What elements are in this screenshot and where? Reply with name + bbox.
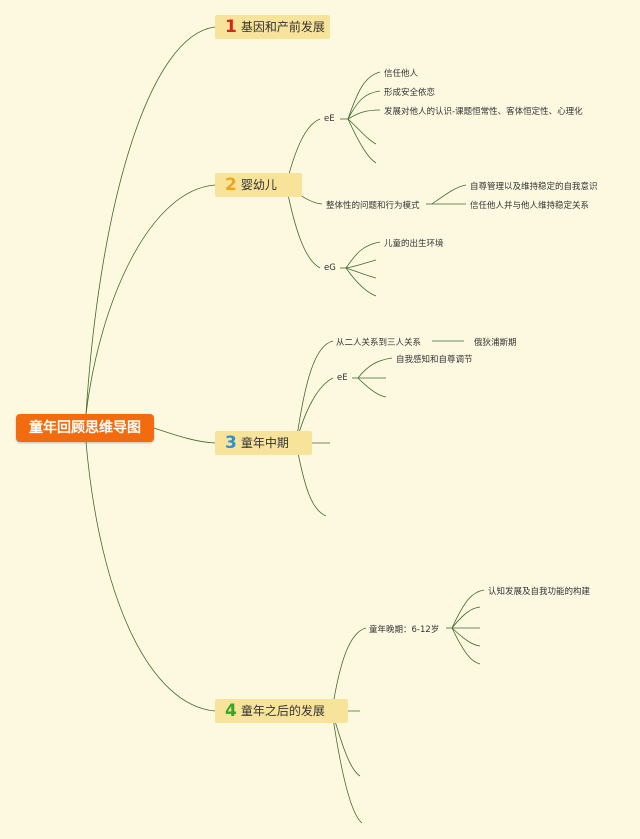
branch-number-4: 4: [225, 701, 237, 721]
topic-ee-middle[interactable]: eE: [337, 373, 348, 383]
topic-secure-attachment[interactable]: 形成安全依恋: [384, 88, 436, 98]
connector-pattern-item1: [431, 184, 467, 205]
connector-ee-item3: [347, 109, 381, 120]
topic-object-constancy[interactable]: 发展对他人的认识-课题恒常性、客体恒定性、心理化: [384, 107, 583, 117]
branch-label-1: 基因和产前发展: [240, 20, 325, 34]
connector-late-item1: [451, 589, 485, 629]
branch-label-4: 童年之后的发展: [240, 704, 325, 718]
connector-root-branch1: [85, 26, 216, 415]
branch-number-2: 2: [225, 175, 237, 195]
connector-eg-empty1: [345, 259, 377, 269]
connector-b3ee-item1: [357, 357, 393, 379]
connector-ee-item1: [347, 71, 381, 120]
topic-birth-environment[interactable]: 儿童的出生环境: [384, 239, 444, 249]
branch-number-3: 3: [225, 433, 237, 453]
connector-eg-empty3: [345, 267, 377, 297]
topic-ee-infant[interactable]: eE: [324, 114, 335, 124]
connector-b2-eg: [285, 184, 321, 269]
connector-root-branch2: [85, 184, 216, 415]
branch-label-3: 童年中期: [240, 436, 289, 450]
connector-ee-empty1: [347, 118, 377, 145]
topic-self-perception[interactable]: 自我感知和自尊调节: [396, 355, 473, 365]
topic-eg-infant[interactable]: eG: [324, 263, 336, 273]
connector-ee-empty2: [347, 118, 377, 164]
connector-root-branch4: [85, 441, 216, 712]
connector-b4-late: [331, 627, 367, 712]
topic-oedipal[interactable]: 俄狄浦斯期: [474, 338, 517, 348]
branch-label-2: 婴幼儿: [240, 178, 277, 192]
topic-trust-others[interactable]: 信任他人: [384, 69, 419, 79]
branch-number-1: 1: [225, 17, 237, 37]
connector-b4-empty3: [331, 710, 363, 824]
connector-b3ee-empty2: [357, 377, 387, 398]
root-node[interactable]: 童年回顾思维导图: [16, 414, 154, 442]
topic-self-esteem[interactable]: 自尊管理以及维持稳定的自我意识: [470, 182, 598, 192]
topic-stable-relations[interactable]: 信任他人并与他人维持稳定关系: [470, 201, 590, 211]
connector-eg-empty2: [345, 267, 377, 279]
connector-late-empty4: [451, 627, 481, 665]
connector-eg-item1: [345, 241, 381, 269]
topic-late-childhood[interactable]: 童年晚期：6-12岁: [369, 625, 440, 635]
topic-two-to-three[interactable]: 从二人关系到三人关系: [336, 338, 422, 348]
connector-ee-item2: [347, 90, 381, 120]
connector-b3-empty2: [295, 442, 327, 517]
topic-cognitive-development[interactable]: 认知发展及自我功能的构建: [488, 587, 591, 597]
connector-b3-relation: [295, 340, 334, 444]
connector-late-empty3: [451, 627, 481, 647]
connector-root-branch3: [153, 427, 216, 444]
connector-late-empty1: [451, 606, 481, 629]
topic-overall-pattern[interactable]: 整体性的问题和行为模式: [326, 201, 420, 211]
